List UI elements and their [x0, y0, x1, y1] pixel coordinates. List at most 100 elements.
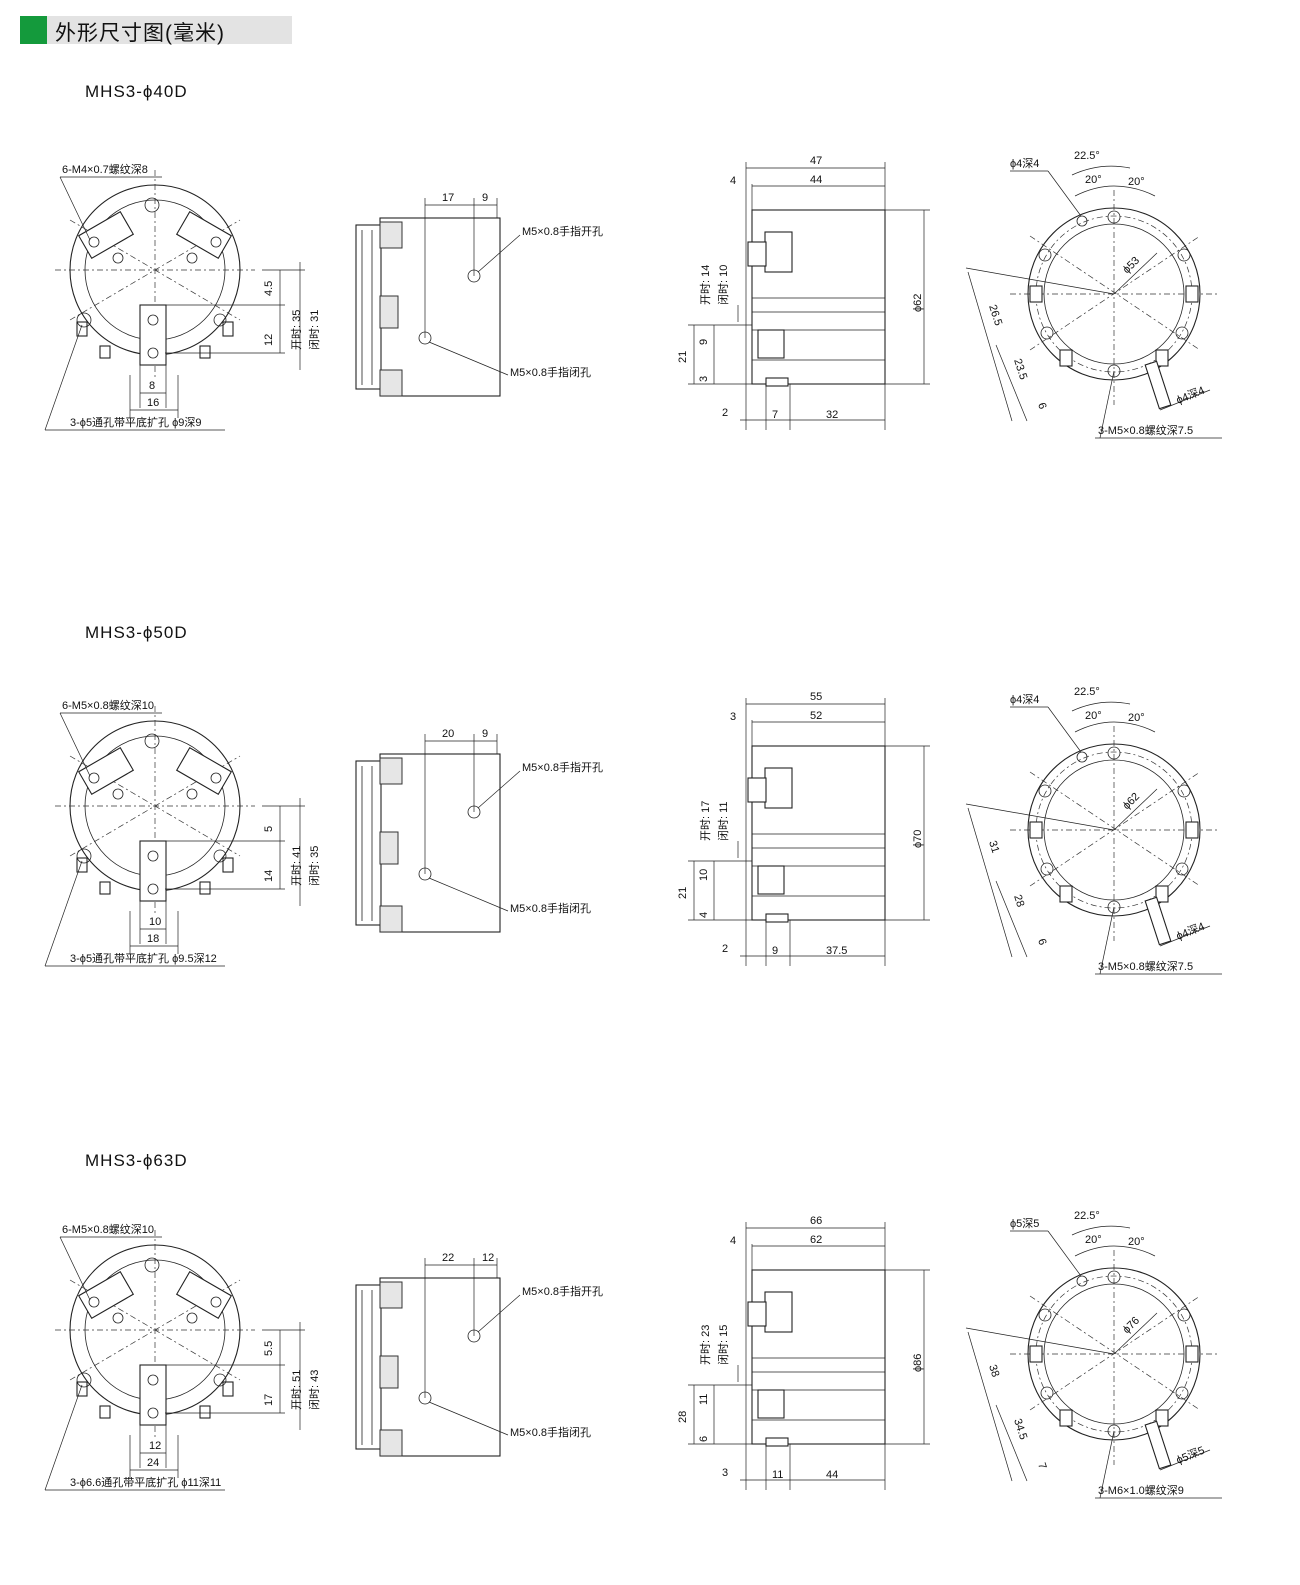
section-w-top: 3	[730, 711, 736, 723]
section-view: 66 62 4 开时: 23 闭时: 15 28 11 6 ϕ86 3 11 4…	[677, 1215, 930, 1490]
section-diameter: ϕ70	[912, 830, 924, 848]
top-pin2-label: ϕ4深4	[1174, 384, 1206, 407]
front-close-label: 闭时: 31	[308, 310, 321, 350]
section-w-body: 44	[810, 174, 822, 186]
top-l3: 6	[1035, 937, 1048, 947]
section-open-label: 开时: 23	[699, 1325, 712, 1365]
model-title-63: MHS3-ϕ63D	[85, 1151, 188, 1170]
section-w-body: 52	[810, 710, 822, 722]
page-title: 外形尺寸图(毫米)	[55, 22, 225, 45]
dimension-drawing-0: 6-M4×0.7螺纹深8 3-ϕ5通孔带平底扩孔 ϕ9深9 4.5 12 开时:…	[44, 150, 1222, 439]
finger-top-left	[77, 746, 135, 800]
side-close-port: M5×0.8手指闭孔	[510, 365, 591, 379]
top-view: ϕ53 ϕ4深4 22.5° 20° 20° 26.5 23.5 6 ϕ4深4 …	[965, 150, 1222, 439]
front-w1: 8	[149, 380, 155, 392]
section-b2: 7	[772, 409, 778, 421]
front-thread-label: 6-M4×0.7螺纹深8	[62, 162, 148, 176]
front-open-label: 开时: 41	[290, 846, 303, 886]
front-hole-label: 3-ϕ6.6通孔带平底扩孔 ϕ11深11	[70, 1475, 221, 1489]
top-angle2: 20°	[1085, 1234, 1102, 1246]
section-close-label: 闭时: 11	[717, 801, 730, 841]
front-w2: 24	[147, 1457, 159, 1469]
section-open-label: 开时: 17	[699, 801, 712, 841]
front-w2: 16	[147, 397, 159, 409]
green-square-icon	[20, 16, 47, 44]
side-close-port: M5×0.8手指闭孔	[510, 901, 591, 915]
top-l2: 28	[1011, 893, 1026, 908]
section-w-body: 62	[810, 1234, 822, 1246]
top-angle3: 20°	[1128, 1236, 1145, 1248]
section-h1: 10	[698, 869, 710, 881]
front-w1: 10	[149, 916, 161, 928]
finger-top-right	[175, 210, 233, 264]
finger-top-right	[175, 746, 233, 800]
front-hole-label: 3-ϕ5通孔带平底扩孔 ϕ9深9	[70, 415, 202, 429]
side-d2: 9	[482, 192, 488, 204]
top-view: ϕ62 ϕ4深4 22.5° 20° 20° 31 28 6 ϕ4深4 3-M5…	[965, 686, 1222, 975]
section-b3: 32	[826, 409, 838, 421]
front-bottom-right-hole	[213, 1373, 227, 1387]
top-l2: 34.5	[1011, 1417, 1029, 1441]
section-h2: 21	[677, 351, 689, 363]
top-screw-label: 3-M5×0.8螺纹深7.5	[1098, 423, 1193, 437]
finger-top-left	[77, 210, 135, 264]
front-top-hole	[144, 197, 160, 213]
section-w-top: 4	[730, 175, 736, 187]
section-w-total: 55	[810, 691, 822, 703]
section-b1: 2	[722, 407, 728, 419]
front-d1: 5.5	[263, 1341, 275, 1356]
section-view: 55 52 3 开时: 17 闭时: 11 21 10 4 ϕ70 2 9 37…	[677, 691, 930, 966]
section-b3: 44	[826, 1469, 838, 1481]
top-l2: 23.5	[1011, 357, 1029, 381]
top-angle1: 22.5°	[1074, 686, 1100, 698]
front-d2: 17	[263, 1394, 275, 1406]
front-d1: 4.5	[263, 281, 275, 296]
top-angle1: 22.5°	[1074, 1210, 1100, 1222]
top-l3: 6	[1035, 401, 1048, 411]
finger-bottom	[139, 840, 167, 902]
finger-bottom	[139, 1364, 167, 1426]
front-bottom-left-hole	[76, 1372, 92, 1388]
front-view: 6-M4×0.7螺纹深8 3-ϕ5通孔带平底扩孔 ϕ9深9 4.5 12 开时:…	[44, 162, 321, 431]
front-thread-label: 6-M5×0.8螺纹深10	[62, 698, 154, 712]
section-diameter: ϕ86	[912, 1354, 924, 1372]
top-l3: 7	[1035, 1461, 1048, 1471]
front-close-label: 闭时: 43	[308, 1370, 321, 1410]
side-d2: 9	[482, 728, 488, 740]
section-h3: 3	[698, 376, 710, 382]
side-d1: 20	[442, 728, 454, 740]
dimension-drawing-1: 6-M5×0.8螺纹深10 3-ϕ5通孔带平底扩孔 ϕ9.5深12 5 14 开…	[44, 686, 1222, 975]
front-top-hole	[144, 733, 160, 749]
section-close-label: 闭时: 10	[717, 265, 730, 305]
front-open-label: 开时: 51	[290, 1370, 303, 1410]
front-w2: 18	[147, 933, 159, 945]
top-pin2-label: ϕ5深5	[1174, 1444, 1206, 1467]
side-d1: 17	[442, 192, 454, 204]
section-w-total: 66	[810, 1215, 822, 1227]
side-view: 17 9 M5×0.8手指开孔 M5×0.8手指闭孔	[355, 192, 603, 397]
front-bottom-left-hole	[76, 848, 92, 864]
section-b2: 11	[772, 1469, 783, 1481]
front-bottom-left-hole	[76, 312, 92, 328]
top-angle3: 20°	[1128, 712, 1145, 724]
model-title-40: MHS3-ϕ40D	[85, 82, 188, 101]
top-screw-label: 3-M5×0.8螺纹深7.5	[1098, 959, 1193, 973]
side-close-port: M5×0.8手指闭孔	[510, 1425, 591, 1439]
top-angle1: 22.5°	[1074, 150, 1100, 162]
section-h1: 9	[698, 339, 710, 345]
front-d2: 14	[263, 870, 275, 882]
front-top-hole	[144, 1257, 160, 1273]
section-diameter: ϕ62	[912, 294, 924, 312]
section-h3: 6	[698, 1436, 710, 1442]
side-d1: 22	[442, 1252, 454, 1264]
top-screw-label: 3-M6×1.0螺纹深9	[1098, 1483, 1184, 1497]
top-pin-label: ϕ4深4	[1010, 693, 1039, 706]
section-b1: 2	[722, 943, 728, 955]
side-d2: 12	[482, 1252, 494, 1264]
section-b1: 3	[722, 1467, 728, 1479]
top-l1: 31	[986, 839, 1001, 854]
dimension-drawing-2: 6-M5×0.8螺纹深10 3-ϕ6.6通孔带平底扩孔 ϕ11深11 5.5 1…	[44, 1210, 1222, 1499]
top-view: ϕ76 ϕ5深5 22.5° 20° 20° 38 34.5 7 ϕ5深5 3-…	[965, 1210, 1222, 1499]
front-view: 6-M5×0.8螺纹深10 3-ϕ5通孔带平底扩孔 ϕ9.5深12 5 14 开…	[44, 698, 321, 967]
top-pin2-label: ϕ4深4	[1174, 920, 1206, 943]
